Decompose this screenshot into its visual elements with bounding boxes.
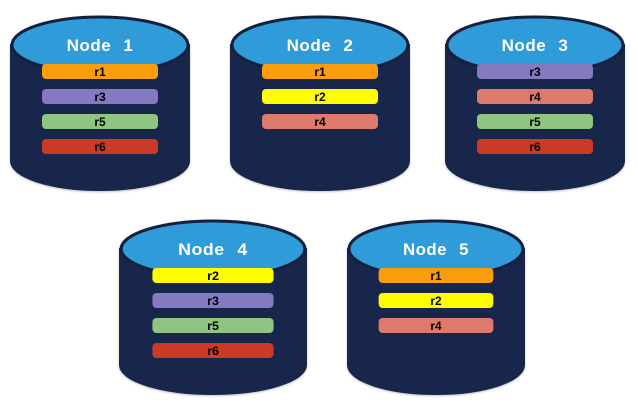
replica-bar-r3 (152, 293, 274, 308)
replica-bar-label: r5 (529, 115, 541, 129)
node-label: Node 2 (287, 36, 354, 55)
replica-bar-label: r2 (207, 269, 219, 283)
replica-bar-r4 (378, 318, 494, 333)
replica-bar-r5 (152, 318, 274, 333)
replica-bar-label: r2 (314, 90, 326, 104)
node-cylinder-node-5: Node 5 r1 r2 r4 (347, 219, 525, 395)
replica-bar-r6 (477, 139, 593, 154)
replica-bar-label: r2 (430, 294, 442, 308)
replica-bar-r1 (42, 64, 158, 79)
replica-bar-label: r3 (529, 65, 541, 79)
replica-bar-label: r6 (207, 344, 219, 358)
node-cylinder-node-2: Node 2 r1 r2 r4 (230, 15, 410, 191)
node-label: Node 3 (502, 36, 569, 55)
replica-bar-r2 (262, 89, 378, 104)
replica-bar-label: r6 (94, 140, 106, 154)
replica-bar-label: r5 (94, 115, 106, 129)
replica-bar-label: r4 (430, 319, 442, 333)
replica-bar-r1 (262, 64, 378, 79)
replica-bar-r3 (42, 89, 158, 104)
replica-bar-label: r1 (314, 65, 326, 79)
replica-bar-r4 (262, 114, 378, 129)
replica-bar-label: r4 (529, 90, 541, 104)
replica-bar-r6 (152, 343, 274, 358)
replica-bar-label: r3 (207, 294, 219, 308)
replica-bar-label: r3 (94, 90, 106, 104)
replica-bar-r5 (477, 114, 593, 129)
replica-bar-label: r1 (430, 269, 442, 283)
replica-bar-r2 (378, 293, 494, 308)
replica-bar-label: r1 (94, 65, 106, 79)
replica-bar-r2 (152, 268, 274, 283)
replica-bar-r6 (42, 139, 158, 154)
node-label: Node 5 (403, 240, 469, 259)
replica-bar-label: r5 (207, 319, 219, 333)
replica-bar-r5 (42, 114, 158, 129)
replica-bar-label: r6 (529, 140, 541, 154)
replica-bar-r4 (477, 89, 593, 104)
node-cylinder-node-3: Node 3 r3 r4 r5 r6 (445, 15, 625, 191)
node-label: Node 1 (67, 36, 134, 55)
node-cylinder-node-1: Node 1 r1 r3 r5 r6 (10, 15, 190, 191)
replica-bar-r1 (378, 268, 494, 283)
replica-bar-r3 (477, 64, 593, 79)
node-cylinder-node-4: Node 4 r2 r3 r5 r6 (119, 219, 307, 395)
replica-bar-label: r4 (314, 115, 326, 129)
node-label: Node 4 (178, 239, 248, 259)
